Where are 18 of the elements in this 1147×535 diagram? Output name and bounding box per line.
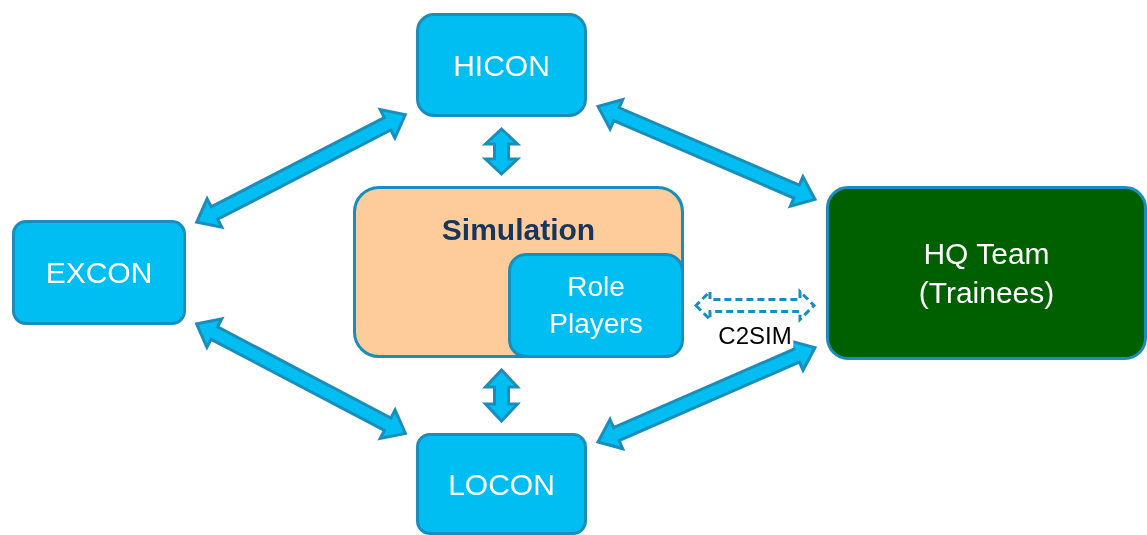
double-arrow — [482, 367, 521, 424]
node-label: Role Players — [548, 270, 644, 341]
process-box — [826, 186, 1147, 360]
double-arrow — [194, 107, 408, 230]
double-arrow — [481, 126, 522, 177]
double-arrow — [595, 338, 818, 451]
dashed-double-arrow — [693, 287, 817, 324]
node-label: HICON — [453, 47, 550, 84]
container-box — [353, 186, 684, 358]
process-box — [416, 433, 587, 535]
double-arrow — [194, 316, 408, 441]
process-box — [416, 13, 587, 117]
node-label: LOCON — [448, 466, 555, 503]
process-box — [12, 220, 186, 325]
process-box — [508, 253, 684, 358]
node-label: EXCON — [45, 255, 153, 291]
double-arrow — [595, 97, 818, 209]
node-label: HQ Team (Trainees) — [917, 236, 1056, 311]
